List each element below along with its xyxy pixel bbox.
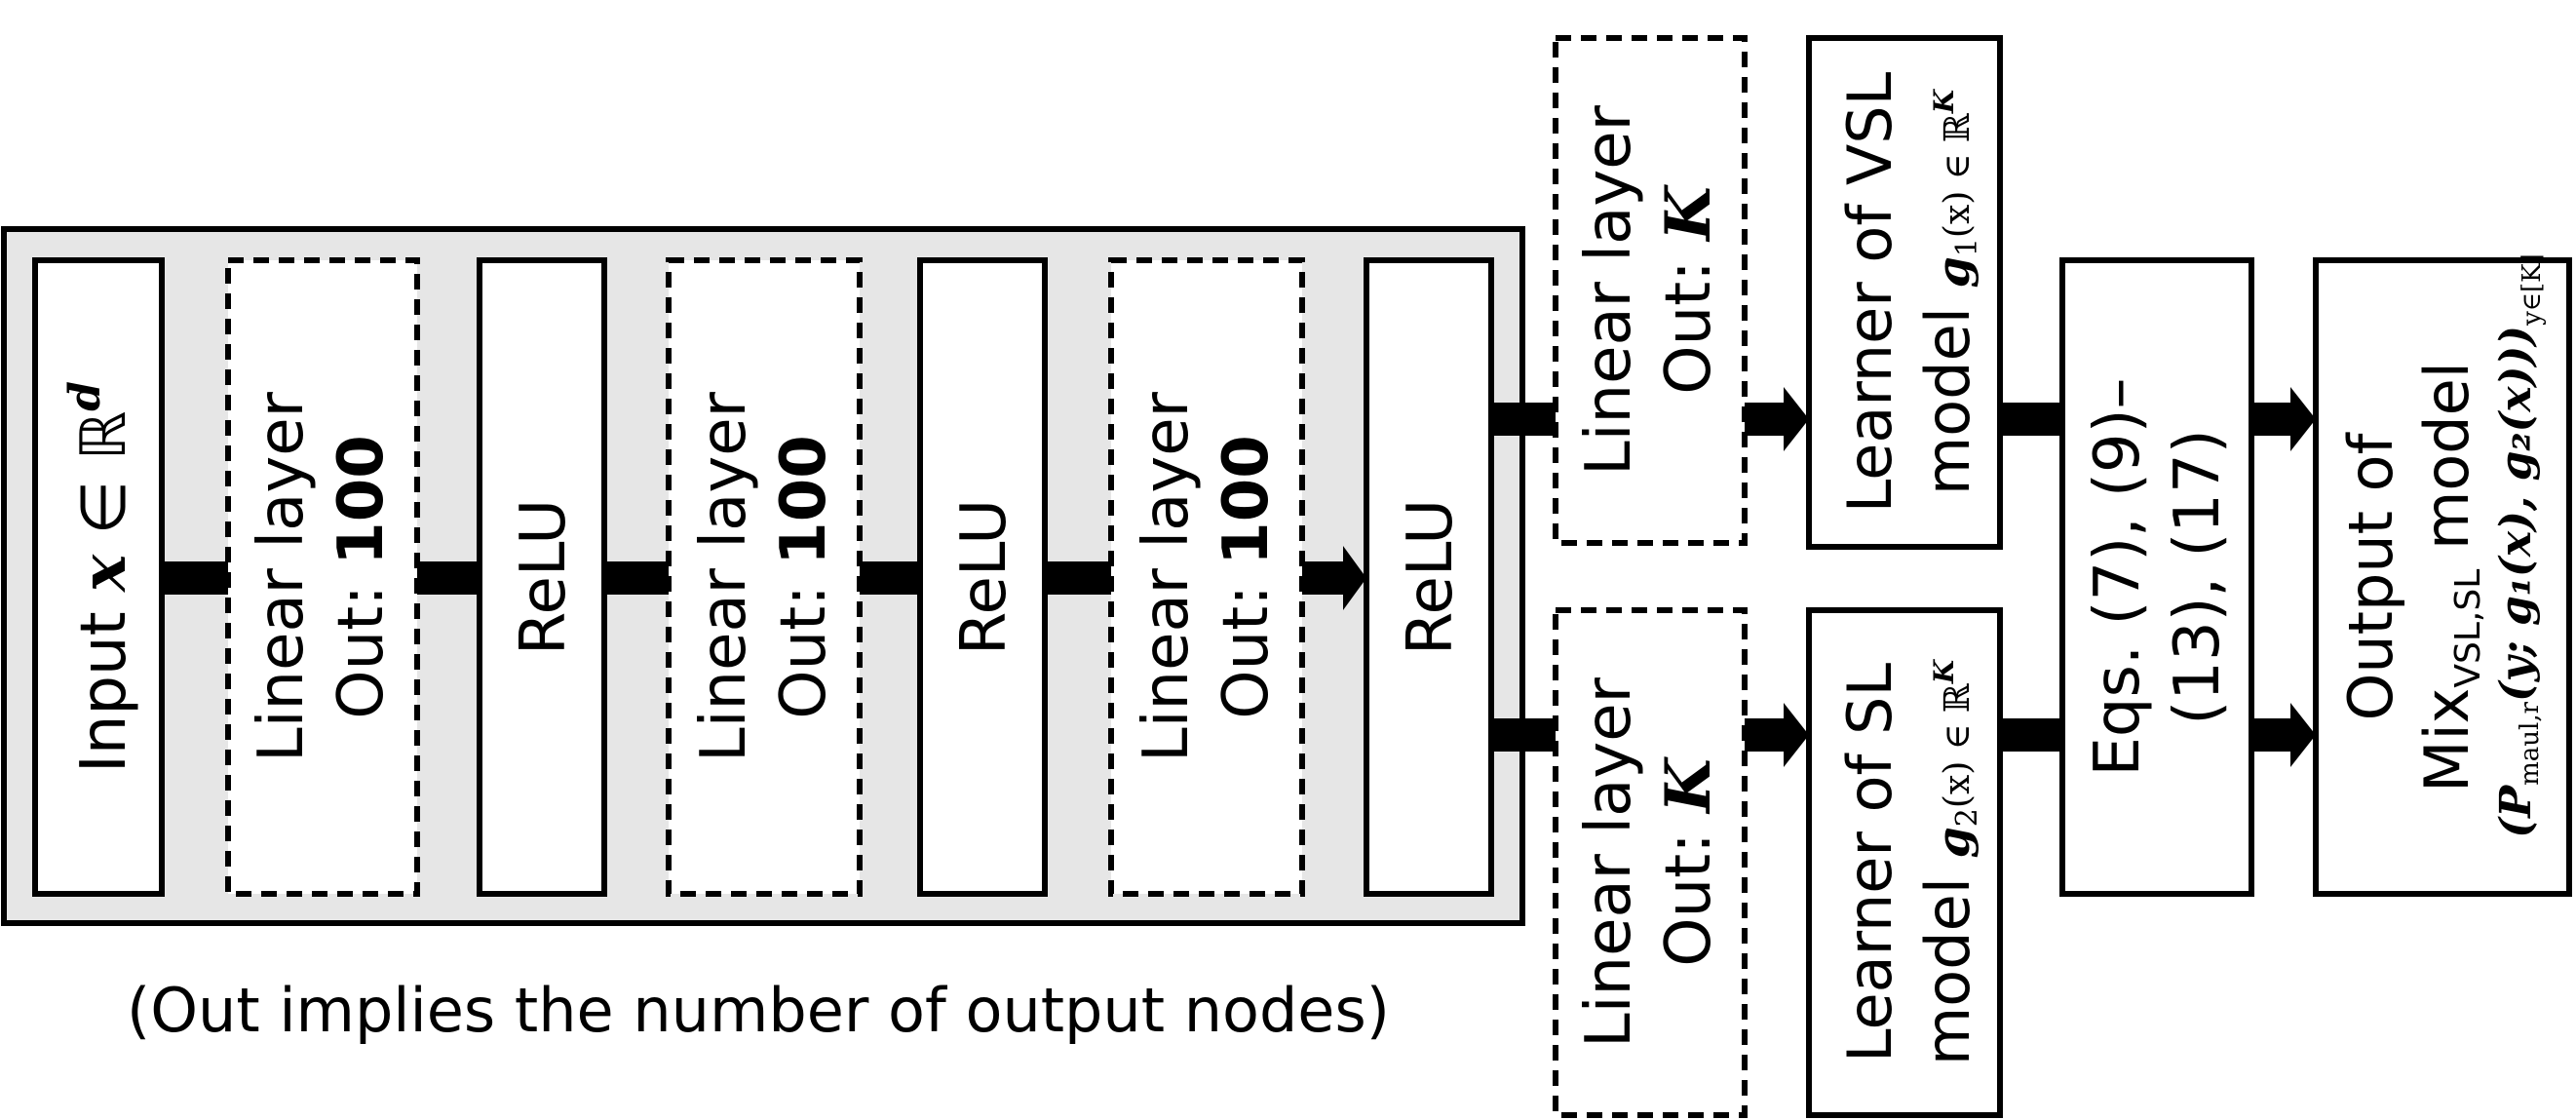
svg-text:Out: 100: Out: 100 (768, 435, 840, 719)
linear-layer-3-out-value: 100 (1211, 435, 1283, 565)
svg-text:Out: 100: Out: 100 (1211, 435, 1283, 719)
connector-relu3-linear-sl (1491, 718, 1556, 752)
learner-sl-g-dim: K (1928, 658, 1960, 684)
svg-text:Out: K: Out: K (1652, 756, 1725, 967)
linear-layer-1-out-label: Out: (326, 565, 398, 719)
input-space: ∈ ℝ (68, 411, 140, 555)
svg-text:model g1(x) ∈ ℝK: model g1(x) ∈ ℝK (1912, 88, 1984, 495)
svg-text:model g2(x) ∈ ℝK: model g2(x) ∈ ℝK (1912, 658, 1984, 1065)
equations-block: Eqs. (7), (9)– (13), (17) (2059, 257, 2254, 897)
learner-vsl-title: Learner of VSL (1834, 71, 1905, 513)
arrow-linear-sl-learner (1745, 703, 1809, 767)
input-var: x (67, 554, 140, 594)
output-p-args: (y; g₁(x), g₂(x))) (2491, 326, 2541, 702)
linear-layer-2-title: Linear layer (688, 391, 760, 762)
learner-vsl-g-sub: 1 (1950, 238, 1984, 256)
connector-input-linear1 (162, 561, 228, 595)
learner-sl-model: model (1912, 858, 1983, 1065)
output-mix-sub: VSL,SL (2448, 569, 2488, 688)
output-mix: Mix (2411, 688, 2482, 792)
learner-sl-g-arg: (x) ∈ ℝ (1938, 682, 1978, 808)
linear-layer-2: Linear layer Out: 100 (666, 257, 863, 897)
linear-layer-sl-head: Linear layer Out: K (1553, 607, 1748, 1118)
connector-relu3-linear-vsl (1491, 403, 1556, 436)
linear-sl-out-label: Out: (1653, 813, 1725, 967)
connector-linear2-relu2 (860, 561, 920, 595)
linear-sl-out-value: K (1652, 756, 1725, 815)
learner-vsl-g-dim: K (1928, 88, 1960, 114)
linear-sl-title: Linear layer (1573, 676, 1645, 1048)
linear-layer-3: Linear layer Out: 100 (1108, 257, 1305, 897)
linear-layer-3-out-label: Out: (1211, 565, 1283, 719)
learner-sl-g: g (1927, 827, 1980, 858)
relu-1: ReLU (477, 257, 607, 897)
linear-layer-2-out-label: Out: (768, 565, 840, 719)
svg-text:(Pmaul,r(y; g₁(x), g₂(x)))y∈[K: (Pmaul,r(y; g₁(x), g₂(x)))y∈[K] (2491, 253, 2547, 838)
svg-text:Out: K: Out: K (1652, 184, 1725, 395)
learner-vsl-model: model (1912, 288, 1983, 495)
relu-2: ReLU (917, 257, 1048, 897)
linear-vsl-out-value: K (1652, 184, 1725, 243)
input-label: Input (68, 592, 140, 773)
linear-vsl-title: Linear layer (1573, 104, 1645, 476)
output-block: Output of MixVSL,SL model (Pmaul,r(y; g₁… (2313, 253, 2572, 897)
linear-vsl-out-label: Out: (1653, 241, 1725, 395)
input-block: Input x ∈ ℝd (32, 257, 165, 897)
learner-sl-title: Learner of SL (1834, 663, 1905, 1062)
relu-3-label: ReLU (1395, 499, 1467, 655)
relu-3: ReLU (1364, 257, 1494, 897)
linear-layer-1-out-value: 100 (326, 435, 398, 565)
output-line-1: Output of (2335, 431, 2406, 720)
connector-learner-sl-eqs (2000, 718, 2062, 752)
relu-1-label: ReLU (508, 499, 580, 655)
connector-linear1-relu1 (417, 561, 480, 595)
connector-relu2-linear3 (1045, 561, 1111, 595)
svg-text:Input x ∈ ℝd: Input x ∈ ℝd (60, 381, 140, 773)
arrow-linear3-relu3 (1302, 546, 1366, 610)
connector-relu1-linear2 (604, 561, 669, 595)
linear-layer-2-out-value: 100 (768, 435, 840, 565)
arrow-linear-vsl-learner (1745, 387, 1809, 451)
arrow-eqs-output-bottom (2251, 703, 2316, 767)
arrow-eqs-output-top (2251, 387, 2316, 451)
learner-sl: Learner of SL model g2(x) ∈ ℝK (1806, 607, 2003, 1118)
svg-text:Out: 100: Out: 100 (326, 435, 398, 719)
output-nodes-note: (Out implies the number of output nodes) (127, 975, 1390, 1046)
relu-2-label: ReLU (948, 499, 1020, 655)
linear-layer-1-title: Linear layer (246, 391, 318, 762)
learner-vsl-g-arg: (x) ∈ ℝ (1938, 112, 1978, 238)
linear-layer-3-title: Linear layer (1131, 391, 1203, 762)
output-index: y∈[K] (2518, 253, 2547, 327)
learner-vsl: Learner of VSL model g1(x) ∈ ℝK (1806, 35, 2003, 550)
input-dim: d (60, 381, 110, 411)
output-p: (P (2491, 784, 2541, 838)
learner-vsl-g: g (1927, 256, 1980, 288)
output-model: model (2411, 362, 2482, 569)
equations-line-2: (13), (17) (2162, 429, 2234, 724)
connector-learner-vsl-eqs (2000, 403, 2062, 436)
output-p-sub: maul,r (2516, 701, 2545, 785)
linear-layer-1: Linear layer Out: 100 (225, 257, 420, 897)
svg-text:MixVSL,SL model: MixVSL,SL model (2411, 362, 2488, 792)
learner-sl-g-sub: 2 (1950, 808, 1984, 827)
panel-connectors (162, 561, 1111, 595)
linear-layer-vsl-head: Linear layer Out: K (1553, 35, 1748, 546)
equations-line-1: Eqs. (7), (9)– (2082, 377, 2154, 776)
